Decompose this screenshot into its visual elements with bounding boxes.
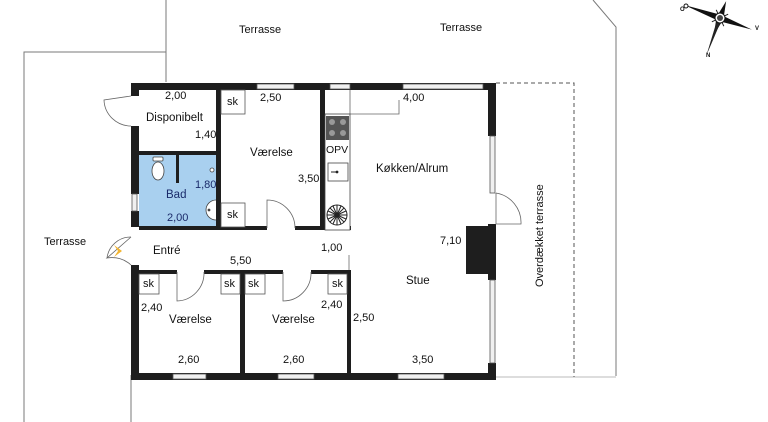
dimension-label: 2,00 [165, 90, 187, 102]
room-bad: Bad [166, 189, 187, 201]
dimension-label: 7,10 [440, 235, 462, 247]
kitchen-counter [324, 113, 351, 231]
closet-label: sk [248, 278, 259, 290]
dimension-label: 2,50 [260, 92, 282, 104]
room-koekken-alrum: Køkken/Alrum [376, 163, 449, 175]
dimension-label: 2,60 [283, 354, 305, 366]
dimension-label: 2,50 [353, 312, 375, 324]
closet-label: sk [227, 96, 238, 108]
terrasse-left-label: Terrasse [44, 236, 87, 248]
dimension-label: 2,40 [321, 299, 343, 311]
dimension-label: 1,00 [321, 242, 343, 254]
room-stue: Stue [406, 275, 430, 287]
dimension-label: 5,50 [230, 255, 252, 267]
door-swings [103, 90, 522, 302]
covered-terrace-outline [496, 82, 575, 377]
compass-letter-v: V [755, 26, 760, 32]
terrasse-top-right-label: Terrasse [440, 22, 483, 34]
closet-label: sk [143, 278, 154, 290]
closet-label: sk [227, 209, 238, 221]
dimension-label: 1,80 [195, 179, 217, 191]
compass-rose-icon [683, 1, 752, 56]
dimension-label: 3,50 [412, 354, 434, 366]
dimension-label: 2,40 [141, 302, 163, 314]
dimension-label: 3,50 [298, 173, 320, 185]
entry-arrow-icon [114, 245, 122, 257]
dimension-label: 2,00 [167, 212, 189, 224]
opv-label: OPV [326, 144, 349, 156]
closet-label: sk [332, 278, 343, 290]
room-entre: Entré [153, 245, 181, 257]
compass-letter-n: N [706, 53, 711, 59]
closet-boxes [138, 89, 348, 295]
bathroom-fixtures [151, 156, 217, 221]
compass-letter-o: O [680, 7, 685, 13]
room-vaerelse-1: Værelse [250, 147, 293, 159]
property-outline [23, 0, 617, 422]
room-vaerelse-2: Værelse [169, 314, 212, 326]
terrasse-top-left-label: Terrasse [239, 24, 282, 36]
dimension-label: 2,60 [178, 354, 200, 366]
dimension-label: 1,40 [195, 129, 217, 141]
walls [131, 83, 496, 380]
overdaekket-terrasse-label: Overdækket terrasse [534, 184, 546, 287]
closet-label: sk [224, 278, 235, 290]
windows [131, 83, 496, 380]
dimension-label: 4,00 [403, 92, 425, 104]
room-vaerelse-3: Værelse [272, 314, 315, 326]
room-disponibelt: Disponibelt [146, 112, 203, 124]
